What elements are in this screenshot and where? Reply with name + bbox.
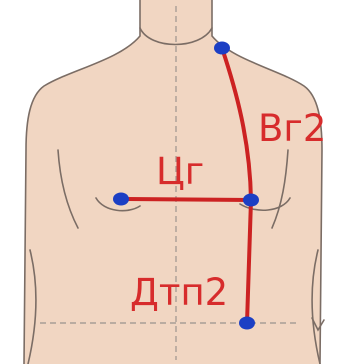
- shoulder-neck-point: [214, 42, 230, 55]
- waist-point: [239, 317, 255, 330]
- chest-width-line: [121, 199, 251, 200]
- label-shoulder-height: Вг2: [258, 107, 326, 150]
- label-front-waist-length: Дтп2: [130, 271, 228, 314]
- chest-side-point: [113, 193, 129, 206]
- label-chest-width: Цг: [156, 150, 204, 193]
- bust-point: [243, 194, 259, 207]
